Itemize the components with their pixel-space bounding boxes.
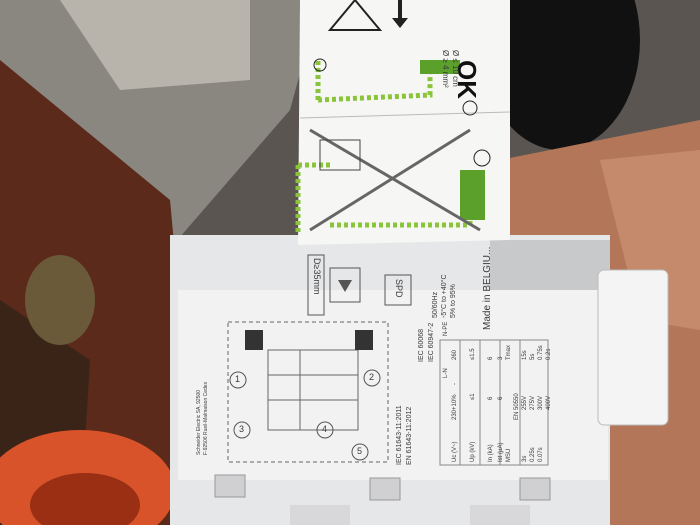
arrow-head-icon [392, 18, 408, 28]
clip [519, 477, 551, 501]
spec-in-label: In (kA) [488, 444, 494, 462]
shelf [60, 0, 250, 90]
side-std: EN 50550 [514, 393, 520, 420]
terminal-block-icon [355, 330, 373, 350]
spec-in-ln: 6 [488, 396, 494, 400]
spd-badge: SPD [394, 279, 404, 298]
manufacturer-line-1: Schneider Electric SA, 92500 [196, 389, 202, 455]
manufacturer-line-2: F-92506 Rueil-Malmaison Cedex [203, 381, 209, 455]
spec-in-npe: 6 [488, 356, 494, 360]
ground-symbol-icon [462, 100, 478, 116]
device-sketch [319, 139, 361, 171]
cross-out-line [309, 128, 481, 232]
ok-spec-1: Ø ≤ 10 cm [451, 50, 460, 87]
ok-spec-2: Ø ≥ 4 mm² [441, 50, 450, 88]
side-table-frame [499, 339, 549, 466]
side-row-4-b: 400V [546, 395, 552, 410]
side-row-1-a: 3s [522, 455, 528, 462]
terminal [470, 505, 530, 525]
clip [369, 477, 401, 501]
bad-wiring-path [295, 162, 330, 235]
terminal [290, 505, 350, 525]
terminal-block-icon [245, 330, 263, 350]
spec-uc-ln: 230+10% [452, 394, 458, 420]
terminal-num-3: 3 [239, 424, 245, 434]
temperature: -5°C to +40°C [441, 274, 448, 318]
frequency: 50/60Hz [432, 291, 439, 318]
num-circle [229, 371, 247, 389]
glare-spot [25, 255, 95, 345]
side-row-1-b: 255V [522, 395, 528, 410]
made-in: Made in BELGIU... [482, 246, 493, 330]
standard-1: IEC 61643-11:2011 [396, 405, 403, 465]
device-top-right [490, 240, 610, 290]
side-row-1-c: 15s [522, 350, 528, 360]
spec-uc-npe: 260 [452, 349, 458, 360]
num-circle [316, 421, 334, 439]
bad-ground-bar [460, 170, 485, 220]
num-circle [233, 421, 251, 439]
terminal-num-1: 1 [235, 374, 241, 384]
mounting-arrow-icon [338, 280, 352, 292]
standard-3: IEC 60068 [418, 328, 425, 362]
terminal-num-5: 5 [357, 446, 363, 456]
spec-up-ln: ≤1 [470, 393, 476, 400]
side-row-2-a: 0.25s [530, 447, 536, 462]
side-row-3-b: 300V [538, 395, 544, 410]
standard-2: EN 61643-11:2012 [406, 406, 413, 465]
warning-triangle-icon [327, 0, 383, 31]
num-circle [351, 443, 369, 461]
rail-box [307, 254, 325, 316]
terminal-num-2: 2 [369, 372, 375, 382]
side-header-tmax: Tmax [506, 345, 512, 360]
dark-object [480, 0, 640, 150]
spd-box [384, 274, 412, 306]
cross-out-line [309, 128, 471, 232]
ground-symbol-icon [313, 58, 327, 72]
side-row-2-c: 5s [530, 353, 536, 360]
standard-4: IEC 60947-2 [428, 322, 435, 362]
side-row-4-c: 0.2s [546, 348, 552, 360]
side-header-msu: MSU [506, 448, 512, 462]
spec-col-npe: N-PE [443, 321, 449, 336]
side-row-2-b: 275V [530, 395, 536, 410]
schematic-inner [267, 349, 359, 431]
spec-ist-ln: 6 [498, 396, 504, 400]
hand-highlight [600, 150, 700, 330]
schematic-frame [227, 321, 389, 463]
num-circle [363, 369, 381, 387]
spec-uc-dash: - [452, 383, 458, 385]
mounting-icon [329, 267, 361, 303]
spec-up-npe: ≤1.5 [470, 348, 476, 360]
spec-ist-label: Ist (µA) [498, 442, 504, 462]
spec-ist-npe: 3 [498, 356, 504, 360]
spec-up-label: Up (kV) [470, 441, 476, 462]
ok-ground-bar [420, 60, 460, 74]
ground-symbol-icon [473, 149, 491, 167]
side-row-3-c: 0.75s [538, 345, 544, 360]
spec-col-ln: L-N [443, 368, 449, 378]
terminal-num-4: 4 [322, 424, 328, 434]
rail-width-text: D≥35mm [312, 258, 322, 295]
humidity: 5% to 95% [450, 284, 457, 318]
side-row-3-a: 0.07s [538, 447, 544, 462]
ok-wiring-path [315, 60, 433, 103]
clip [214, 474, 246, 498]
device-latch [597, 269, 669, 426]
spec-uc-label: Uc (V~) [452, 441, 458, 462]
orange-cap-inner [30, 473, 140, 525]
